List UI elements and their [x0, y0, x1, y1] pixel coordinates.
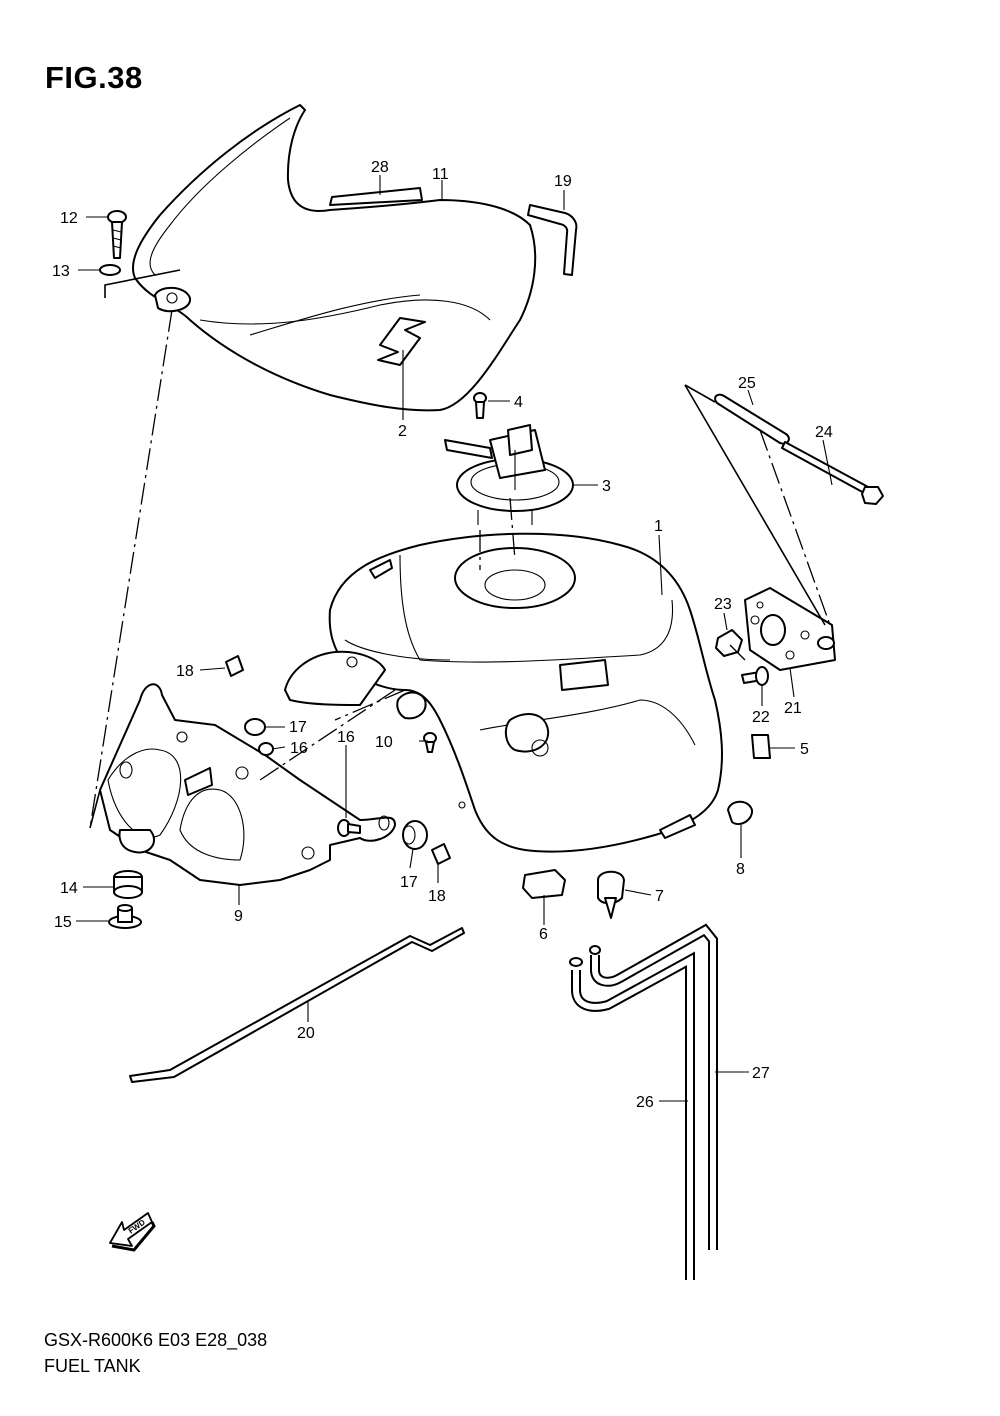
part-label-28: 28	[371, 159, 389, 176]
bolt-16	[337, 819, 361, 837]
bolt-24	[781, 441, 884, 505]
part-label-6: 6	[539, 926, 548, 943]
part-label-15: 15	[54, 914, 72, 931]
screw-4	[473, 392, 487, 419]
part-label-17a: 17	[289, 719, 307, 736]
washer-13	[99, 264, 121, 276]
part-label-13: 13	[52, 263, 70, 280]
fuel-tank	[284, 532, 723, 853]
grommet-14	[113, 870, 143, 899]
trim-strip	[329, 187, 423, 206]
fuel-cap	[444, 424, 574, 525]
part-label-24: 24	[815, 424, 833, 441]
part-label-1: 1	[654, 518, 663, 535]
part-label-18a: 18	[176, 663, 194, 680]
screw-12	[107, 210, 127, 259]
damper-7	[597, 870, 625, 919]
collar-15	[108, 904, 142, 929]
part-label-22: 22	[752, 709, 770, 726]
hose-27	[589, 923, 718, 1250]
part-label-9: 9	[234, 908, 243, 925]
part-label-27: 27	[752, 1065, 770, 1082]
frame-bracket-9	[99, 683, 396, 886]
part-label-8: 8	[736, 861, 745, 878]
cushion-6	[522, 869, 566, 899]
part-label-23: 23	[714, 596, 732, 613]
screw-10	[423, 732, 437, 753]
diagram-caption: FUEL TANK	[44, 1356, 141, 1376]
grommet-8	[727, 800, 754, 826]
clip-nut-18-upper	[225, 655, 244, 677]
bracket-21	[744, 587, 836, 671]
part-labels: 1 2 3 4 5 6 7 8 9 10 11 12 13 14 15 16 1…	[52, 159, 833, 1111]
collar-16-upper	[258, 742, 274, 756]
part-label-14: 14	[60, 880, 78, 897]
cushion-17-upper	[244, 718, 266, 736]
model-code: GSX-R600K6 E03 E28_038	[44, 1330, 268, 1350]
part-label-2: 2	[398, 423, 407, 440]
part-label-12: 12	[60, 210, 78, 227]
part-label-16a: 16	[290, 740, 308, 757]
part-label-16b: 16	[337, 729, 355, 746]
part-label-20: 20	[297, 1025, 315, 1042]
pad-5	[751, 734, 771, 759]
part-label-11: 11	[432, 166, 449, 183]
part-label-26: 26	[636, 1094, 654, 1111]
tank-cover	[132, 104, 537, 412]
small-hose	[527, 204, 578, 276]
part-label-5: 5	[800, 741, 809, 758]
part-label-10: 10	[375, 734, 393, 751]
part-label-25: 25	[738, 375, 756, 392]
figure-title: FIG.38	[45, 60, 143, 95]
part-label-19: 19	[554, 173, 572, 190]
part-label-18b: 18	[428, 888, 446, 905]
part-label-17b: 17	[400, 874, 418, 891]
prop-rod-20	[129, 927, 465, 1083]
nut-23	[715, 629, 743, 657]
part-label-21: 21	[784, 700, 802, 717]
part-label-3: 3	[602, 478, 611, 495]
hose-26	[569, 951, 695, 1280]
leader-lines	[76, 175, 833, 1102]
bolt-22	[741, 666, 769, 686]
cushion-17-lower	[402, 820, 428, 850]
part-label-4: 4	[514, 394, 523, 411]
forward-arrow-icon: FWD	[109, 1212, 156, 1252]
part-label-7: 7	[655, 888, 664, 905]
clip-nut-18-lower	[431, 843, 451, 865]
